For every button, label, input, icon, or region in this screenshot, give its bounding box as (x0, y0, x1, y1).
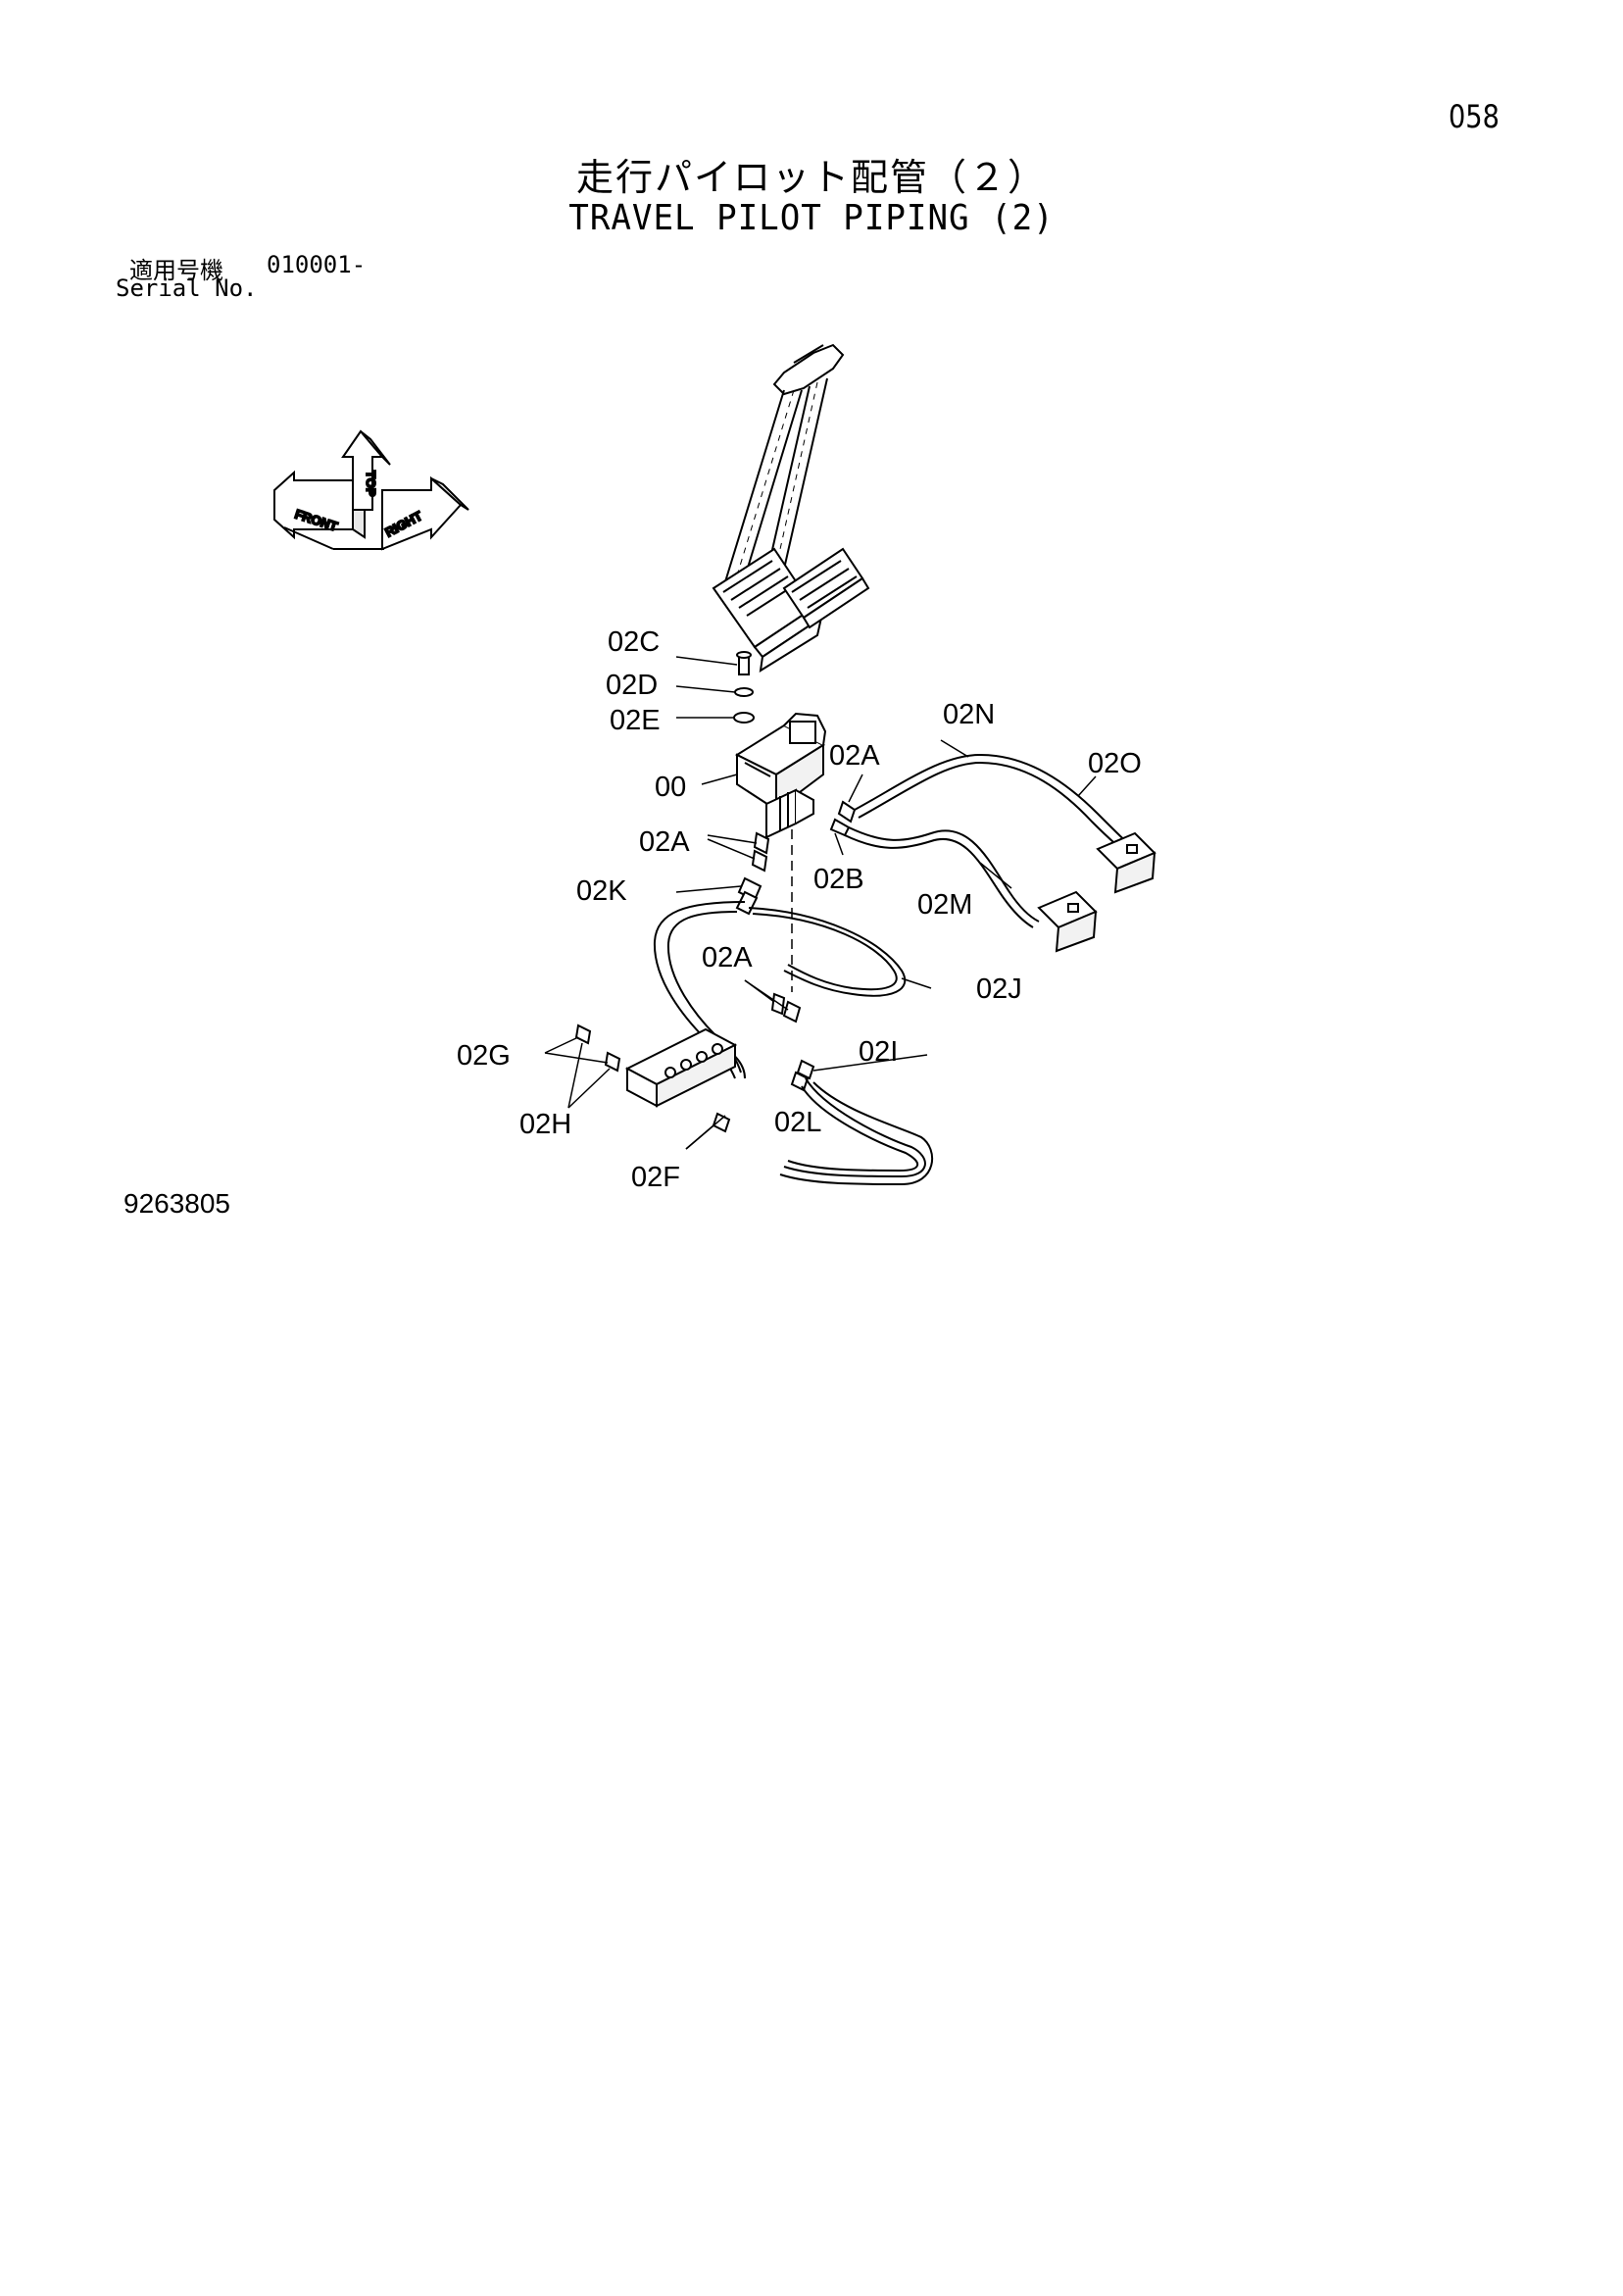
callout-02G: 02G (457, 1040, 511, 1072)
callout-02E: 02E (610, 705, 661, 736)
callout-labels: 02C 02D 02E 00 02A 02N 02O 02A 02B 02K 0… (457, 626, 1142, 1193)
page-title-japanese: 走行パイロット配管（２） (575, 156, 1047, 199)
serial-label-japanese: 適用号機 (129, 257, 223, 284)
callout-02O: 02O (1088, 748, 1142, 779)
callout-02H: 02H (519, 1109, 571, 1140)
pilot-valve-body (734, 712, 827, 839)
serial-label-english: Serial No. (116, 275, 258, 302)
travel-lever-pedal-assembly (712, 343, 870, 673)
fittings (735, 800, 857, 1092)
callout-02L: 02L (774, 1107, 821, 1138)
top-label: TOP (364, 471, 378, 497)
page-number: 058 (1449, 98, 1500, 135)
callout-02K: 02K (576, 875, 627, 907)
callout-02A-middle: 02A (639, 826, 690, 858)
callout-02C: 02C (608, 626, 660, 658)
front-arrow-icon: FRONT (273, 470, 366, 540)
orientation-marker: FRONT TOP RIGHT (273, 429, 469, 551)
callout-02J: 02J (976, 973, 1022, 1005)
callout-02M: 02M (917, 889, 972, 921)
callout-02B: 02B (813, 864, 864, 895)
callout-02I: 02I (859, 1036, 898, 1068)
bolt-washer-stack (733, 651, 755, 724)
page-title-english: TRAVEL PILOT PIPING (2) (568, 198, 1055, 238)
callout-02A-lower: 02A (702, 942, 753, 973)
callout-00: 00 (655, 772, 686, 803)
callout-02D: 02D (606, 670, 658, 701)
callout-02N: 02N (943, 699, 995, 730)
callout-02F: 02F (631, 1162, 680, 1193)
control-valve-block (574, 1023, 738, 1133)
serial-range: 010001- (267, 251, 367, 278)
hose-end-connectors (1037, 831, 1156, 953)
top-arrow-icon: TOP (341, 429, 391, 511)
callout-02A-upper: 02A (829, 740, 880, 772)
right-arrow-icon: RIGHT (381, 475, 469, 551)
drawing-number: 9263805 (123, 1188, 231, 1219)
leader-lines (544, 656, 1097, 1150)
